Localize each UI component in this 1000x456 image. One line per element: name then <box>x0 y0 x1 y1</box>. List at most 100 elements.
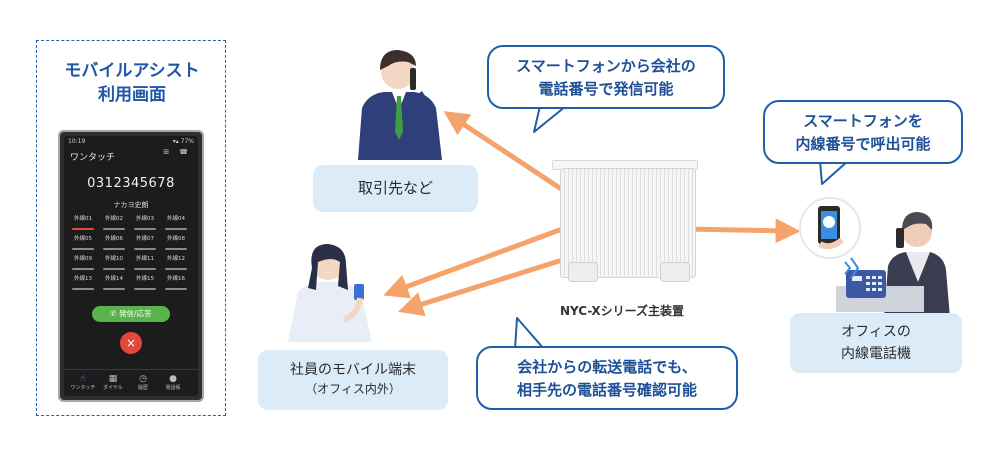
smartphone: 10:19 ▾▴ 77% ワンタッチ ⊞ ☎ 0312345678 ナカヨ史朗 … <box>58 130 204 402</box>
line-button[interactable]: 外線12 <box>163 254 189 270</box>
nav-keypad[interactable]: ▦ダイヤル <box>98 374 128 391</box>
line-button-label: 外線07 <box>136 236 154 242</box>
line-button[interactable]: 外線06 <box>101 234 127 250</box>
bubble-3-tail <box>514 317 545 350</box>
line-status-bar <box>103 288 125 290</box>
server-label: NYC-Xシリーズ主装置 <box>560 304 685 318</box>
line-status-bar <box>165 228 187 230</box>
line-button-label: 外線15 <box>136 276 154 282</box>
line-status-bar <box>72 248 94 250</box>
line-button-label: 外線05 <box>74 236 92 242</box>
mobile-assist-panel: モバイルアシスト 利用画面 10:19 ▾▴ 77% ワンタッチ ⊞ ☎ 031… <box>36 40 226 416</box>
line-button[interactable]: 外線16 <box>163 274 189 290</box>
line-button-label: 外線01 <box>74 216 92 222</box>
line-button[interactable]: 外線01 <box>70 214 96 230</box>
line-button-label: 外線09 <box>74 256 92 262</box>
bubble-3-line1: 会社からの転送電話でも、 <box>517 358 697 376</box>
header-icons[interactable]: ⊞ ☎ <box>163 148 192 156</box>
desk-phone-icon <box>836 270 924 312</box>
line-button-label: 外線04 <box>167 216 185 222</box>
line-status-bar <box>72 288 94 290</box>
line-button[interactable]: 外線11 <box>132 254 158 270</box>
nav-contacts[interactable]: ●電話帳 <box>158 374 188 391</box>
line-button[interactable]: 外線10 <box>101 254 127 270</box>
line-button[interactable]: 外線08 <box>163 234 189 250</box>
line-button[interactable]: 外線09 <box>70 254 96 270</box>
contacts-icon: ● <box>169 374 177 384</box>
line-button[interactable]: 外線05 <box>70 234 96 250</box>
line-button[interactable]: 外線14 <box>101 274 127 290</box>
line-status-bar <box>165 248 187 250</box>
phone-bottom-nav: ☝ワンタッチ▦ダイヤル◷履歴●電話帳 <box>64 369 198 396</box>
partner-label: 取引先など <box>313 165 478 212</box>
line-status-bar <box>72 228 94 230</box>
nav-touch[interactable]: ☝ワンタッチ <box>68 374 98 391</box>
employee-label: 社員のモバイル端末 （オフィス内外） <box>258 350 448 410</box>
smartphone-circle-icon <box>799 197 861 259</box>
nav-label: 履歴 <box>137 385 148 391</box>
nav-label: ダイヤル <box>103 385 123 391</box>
bubble-transfer-call: 会社からの転送電話でも、 相手先の電話番号確認可能 <box>476 346 738 410</box>
bubble-outbound-call: スマートフォンから会社の 電話番号で発信可能 <box>487 45 725 109</box>
line-status-bar <box>134 268 156 270</box>
line-status-bar <box>103 268 125 270</box>
line-status-bar <box>134 288 156 290</box>
mobile-assist-title: モバイルアシスト 利用画面 <box>37 59 227 107</box>
history-icon: ◷ <box>139 374 147 384</box>
employee-label-line1: 社員のモバイル端末 <box>290 362 416 378</box>
line-status-bar <box>72 268 94 270</box>
office-label-line1: オフィスの <box>841 324 911 340</box>
server-foot-right <box>660 262 690 282</box>
app-title: ワンタッチ <box>70 153 116 163</box>
nav-label: 電話帳 <box>165 385 181 391</box>
line-status-bar <box>165 288 187 290</box>
line-button[interactable]: 外線15 <box>132 274 158 290</box>
line-status-bar <box>134 248 156 250</box>
pbx-main-unit <box>560 168 696 278</box>
office-phone-label: オフィスの 内線電話機 <box>790 313 962 373</box>
title-line-2: 利用画面 <box>98 85 166 105</box>
line-status-bar <box>134 228 156 230</box>
bubble-2-line2: 内線番号で呼出可能 <box>795 135 931 153</box>
ringing-icon <box>844 257 860 279</box>
line-status-bar <box>103 248 125 250</box>
nav-history[interactable]: ◷履歴 <box>128 374 158 391</box>
office-label-line2: 内線電話機 <box>841 346 911 362</box>
bubble-1-tail <box>533 105 567 133</box>
status-indicators: ▾▴ 77% <box>172 138 194 145</box>
line-button[interactable]: 外線03 <box>132 214 158 230</box>
touch-icon: ☝ <box>80 374 86 384</box>
line-button[interactable]: 外線07 <box>132 234 158 250</box>
line-button[interactable]: 外線04 <box>163 214 189 230</box>
dial-number: 0312345678 <box>87 176 175 191</box>
line-button[interactable]: 外線13 <box>70 274 96 290</box>
line-button-label: 外線14 <box>105 276 123 282</box>
nav-label: ワンタッチ <box>70 385 96 391</box>
line-button-label: 外線10 <box>105 256 123 262</box>
bubble-3-line2: 相手先の電話番号確認可能 <box>516 381 697 399</box>
line-button-label: 外線08 <box>167 236 185 242</box>
hangup-button[interactable]: × <box>120 332 142 354</box>
line-button[interactable]: 外線02 <box>101 214 127 230</box>
line-button-label: 外線02 <box>105 216 123 222</box>
employee-label-line2: （オフィス内外） <box>305 382 401 396</box>
bubble-2-tail <box>819 160 849 185</box>
phone-icon: ✆ <box>110 309 120 318</box>
line-button-label: 外線16 <box>167 276 185 282</box>
employee-woman-icon <box>288 244 372 342</box>
status-time: 10:19 <box>68 138 86 145</box>
server-foot-left <box>568 262 598 282</box>
line-button-label: 外線12 <box>167 256 185 262</box>
title-line-1: モバイルアシスト <box>64 61 200 81</box>
line-button-label: 外線06 <box>105 236 123 242</box>
phone-screen: 10:19 ▾▴ 77% ワンタッチ ⊞ ☎ 0312345678 ナカヨ史朗 … <box>64 136 198 396</box>
bubble-2-line1: スマートフォンを <box>803 112 923 130</box>
call-answer-button[interactable]: ✆ 発信/応答 <box>92 306 170 322</box>
line-button-label: 外線03 <box>136 216 154 222</box>
line-button-label: 外線13 <box>74 276 92 282</box>
call-button-label: 発信/応答 <box>119 309 152 318</box>
contact-name: ナカヨ史朗 <box>113 201 149 209</box>
bubble-1-line1: スマートフォンから会社の <box>516 57 696 75</box>
line-status-bar <box>103 228 125 230</box>
